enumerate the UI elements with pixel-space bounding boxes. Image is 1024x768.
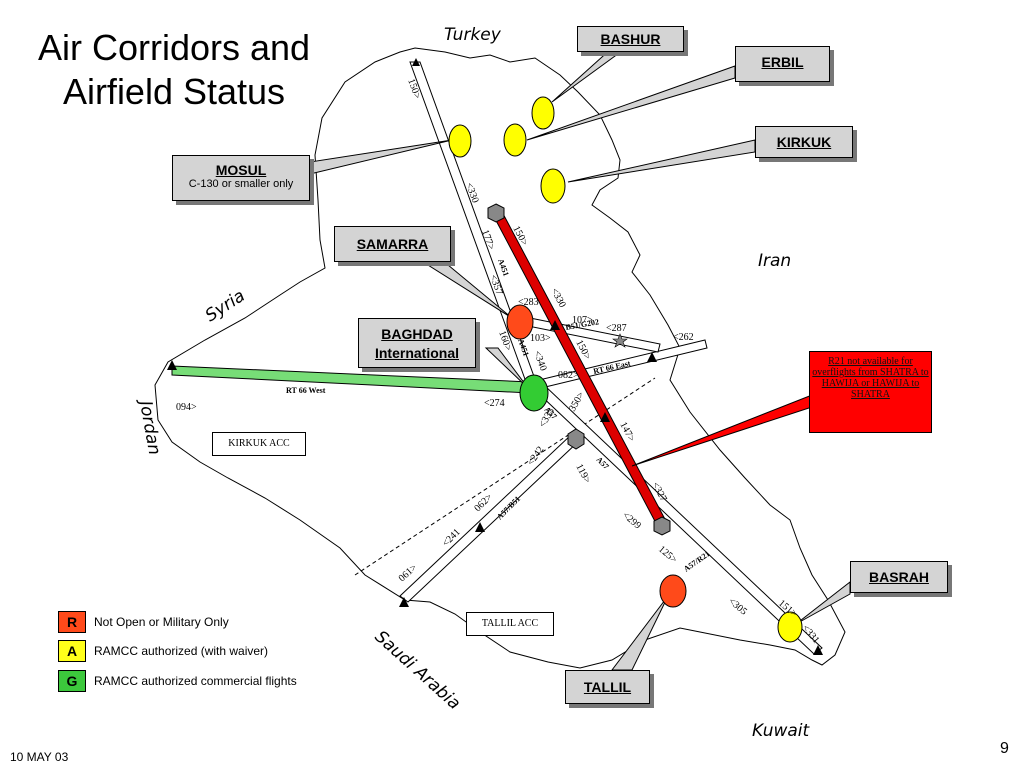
route-label: 103>: [530, 333, 551, 344]
route-rt66-west: [171, 365, 531, 394]
airfield-tallil: [659, 574, 687, 608]
legend-row-amber: A RAMCC authorized (with waiver): [58, 640, 268, 662]
route-label: <262: [673, 332, 694, 343]
route-name-rt66-west: RT 66 West: [286, 386, 326, 395]
legend-swatch-red: R: [58, 611, 86, 633]
legend-label-red: Not Open or Military Only: [94, 615, 229, 629]
callout-mosul-label: MOSUL: [215, 162, 267, 178]
callout-baghdad: BAGHDAD International: [358, 318, 476, 368]
callout-tallil: TALLIL: [565, 670, 650, 704]
country-kuwait: Kuwait: [752, 721, 811, 741]
route-label: 094>: [176, 402, 197, 413]
navaid-triangle: [813, 645, 823, 655]
title-line-1: Air Corridors and: [37, 27, 311, 68]
callout-kirkuk: KIRKUK: [755, 126, 853, 158]
route-a57-b51: [399, 433, 581, 603]
callout-erbil-label: ERBIL: [761, 54, 804, 70]
navaid-triangle: [600, 412, 610, 422]
callout-pointer-mosul: [309, 139, 453, 175]
callout-samarra-label: SAMARRA: [356, 236, 429, 252]
airfield-mosul: [448, 124, 472, 158]
callout-pointer-baghdad: [484, 347, 529, 389]
callout-mosul: MOSUL C-130 or smaller only: [172, 155, 310, 201]
callout-bashur-label: BASHUR: [600, 31, 661, 47]
acc-boundary: [354, 377, 656, 576]
airfield-bashur: [531, 96, 555, 130]
callout-pointer-basrah: [795, 580, 851, 625]
callout-basrah-label: BASRAH: [869, 569, 929, 585]
callout-tallil-label: TALLIL: [583, 679, 632, 695]
r21-restriction-note: R21 not available for overflights from S…: [809, 351, 932, 433]
route-label: <283: [518, 297, 539, 308]
country-saudi: Saudi Arabia: [371, 627, 465, 714]
route-label: 107>: [572, 315, 593, 326]
route-label: 125>: [656, 544, 679, 566]
route-label: 350>: [567, 390, 587, 414]
callout-pointer-r21-note: [631, 394, 813, 467]
waypoint-south: [653, 516, 671, 536]
route-name-a57-r21: A57/R21: [682, 549, 712, 573]
route-r21: [490, 207, 668, 528]
kirkuk-acc-label: KIRKUK ACC: [212, 432, 306, 456]
route-label: 119>: [573, 462, 592, 485]
legend-row-green: G RAMCC authorized commercial flights: [58, 670, 297, 692]
legend-swatch-green: G: [58, 670, 86, 692]
callout-baghdad-line2: International: [374, 345, 459, 361]
route-a57: [535, 384, 823, 655]
page-title: Air Corridors and Airfield Status: [14, 26, 334, 114]
airfield-samarra: [506, 304, 534, 340]
route-label: <274: [484, 398, 505, 409]
country-jordan: Jordan: [135, 396, 165, 456]
navaid-triangle: [647, 352, 657, 362]
callout-basrah: BASRAH: [850, 561, 948, 593]
waypoint-star: [612, 333, 628, 348]
airfield-kirkuk: [540, 168, 566, 204]
navaid-triangle: [412, 58, 420, 66]
route-label: <287: [606, 323, 627, 334]
callout-pointer-erbil: [526, 65, 736, 141]
route-label: 082>: [558, 370, 579, 381]
route-label: <340: [531, 349, 548, 372]
callout-bashur: BASHUR: [577, 26, 684, 52]
callout-erbil: ERBIL: [735, 46, 830, 82]
navaid-triangle: [475, 522, 485, 532]
waypoint-central: [567, 428, 585, 450]
iraq-border: [154, 47, 846, 669]
navaid-triangle: [167, 360, 177, 370]
callout-baghdad-line1: BAGHDAD: [381, 326, 453, 342]
title-line-2: Airfield Status: [62, 71, 286, 112]
tallil-acc-label: TALLIL ACC: [466, 612, 554, 636]
legend-label-green: RAMCC authorized commercial flights: [94, 674, 297, 688]
legend-swatch-amber: A: [58, 640, 86, 662]
route-name-rt66-east: RT 66 East: [592, 359, 631, 376]
callout-pointer-bashur: [551, 47, 628, 103]
route-label: <305: [726, 596, 749, 618]
footer-date: 10 MAY 03: [10, 750, 69, 764]
page-number: 9: [1000, 740, 1009, 757]
callout-kirkuk-label: KIRKUK: [776, 134, 832, 150]
airfield-baghdad: [519, 374, 549, 412]
navaid-triangle: [550, 320, 560, 330]
legend-label-amber: RAMCC authorized (with waiver): [94, 644, 269, 658]
country-iran: Iran: [758, 251, 791, 271]
country-turkey: Turkey: [444, 25, 502, 45]
legend-row-red: R Not Open or Military Only: [58, 611, 229, 633]
callout-mosul-note: C-130 or smaller only: [188, 178, 294, 190]
callout-pointer-tallil: [610, 595, 669, 671]
navaid-triangle: [399, 597, 409, 607]
airfield-erbil: [503, 123, 527, 157]
airfield-basrah: [777, 611, 803, 643]
route-label: <299: [620, 510, 643, 532]
callout-pointer-kirkuk: [567, 139, 756, 183]
callout-samarra: SAMARRA: [334, 226, 451, 262]
waypoint-north: [487, 203, 505, 223]
